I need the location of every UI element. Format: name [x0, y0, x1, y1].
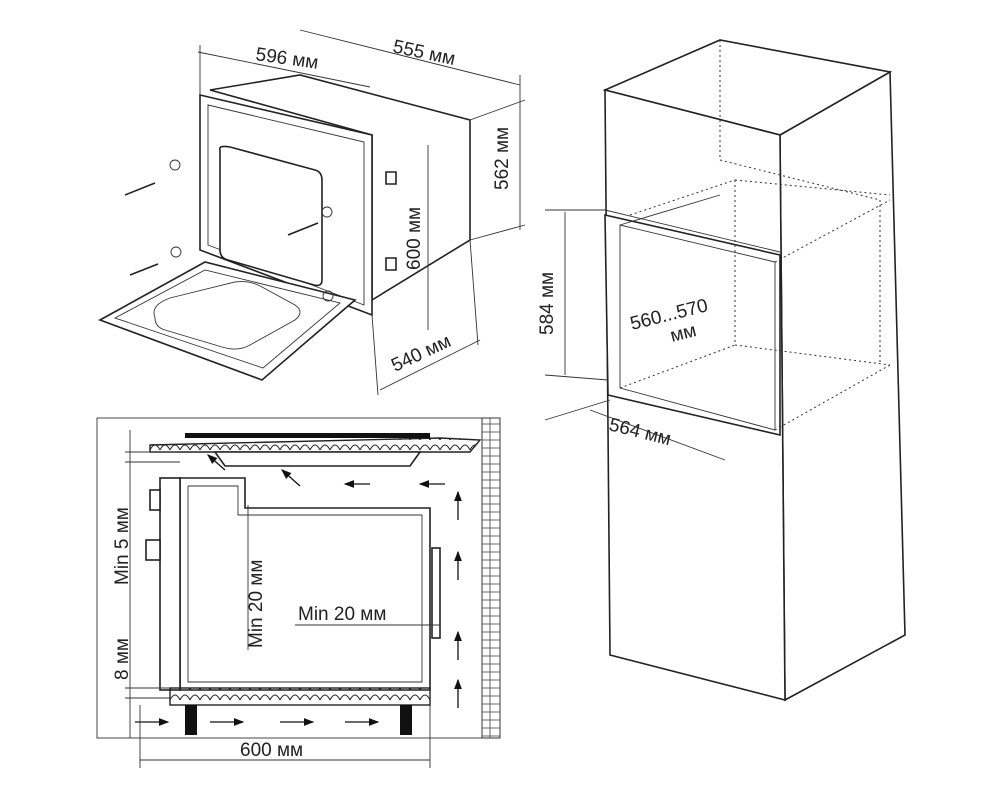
dim-bottom-gap: 8 мм: [112, 638, 133, 680]
knob-icon: [145, 539, 161, 561]
screw-icon: [287, 222, 319, 236]
dim-oven-front-height: 600 мм: [404, 207, 425, 270]
dim-top-gap: Min 5 мм: [112, 507, 133, 585]
shelf: [169, 687, 431, 706]
mount-bracket-icon: [385, 257, 397, 271]
leg: [185, 705, 197, 735]
wall: [481, 417, 501, 739]
dim-section-width: 600 мм: [240, 740, 303, 761]
oven-cavity: [218, 145, 323, 287]
oven-back-vent: [431, 547, 441, 639]
cabinet-perspective: 584 мм 560...570 мм 564 мм: [537, 39, 906, 702]
screw-icon: [129, 263, 159, 276]
leg: [400, 705, 412, 735]
dim-oven-width: 596 мм: [254, 44, 319, 74]
oven-body-section: [179, 477, 431, 691]
hob-glass: [185, 433, 430, 438]
cabinet-side: [779, 70, 906, 702]
knob-icon: [149, 489, 161, 511]
dim-oven-depth: 555 мм: [391, 36, 457, 70]
hob-body: [213, 451, 422, 467]
cabinet-niche: [604, 213, 781, 437]
oven-perspective: 596 мм 555 мм 562 мм 600 мм 540 мм: [98, 29, 526, 396]
oven-front-panel: [159, 477, 181, 691]
screw-icon: [124, 182, 156, 196]
dim-rear-gap: Min 20 мм: [298, 604, 386, 625]
dim-oven-height: 562 мм: [492, 127, 513, 190]
countertop: [149, 437, 482, 453]
section-view: Min 5 мм 8 мм Min 20 мм Min 20 мм 600 мм: [96, 417, 501, 768]
mount-bracket-icon: [385, 171, 397, 185]
dim-niche-height: 584 мм: [537, 272, 558, 335]
airflow-arrows: [135, 454, 462, 726]
dim-rear-gap-vertical: Min 20 мм: [246, 560, 267, 648]
